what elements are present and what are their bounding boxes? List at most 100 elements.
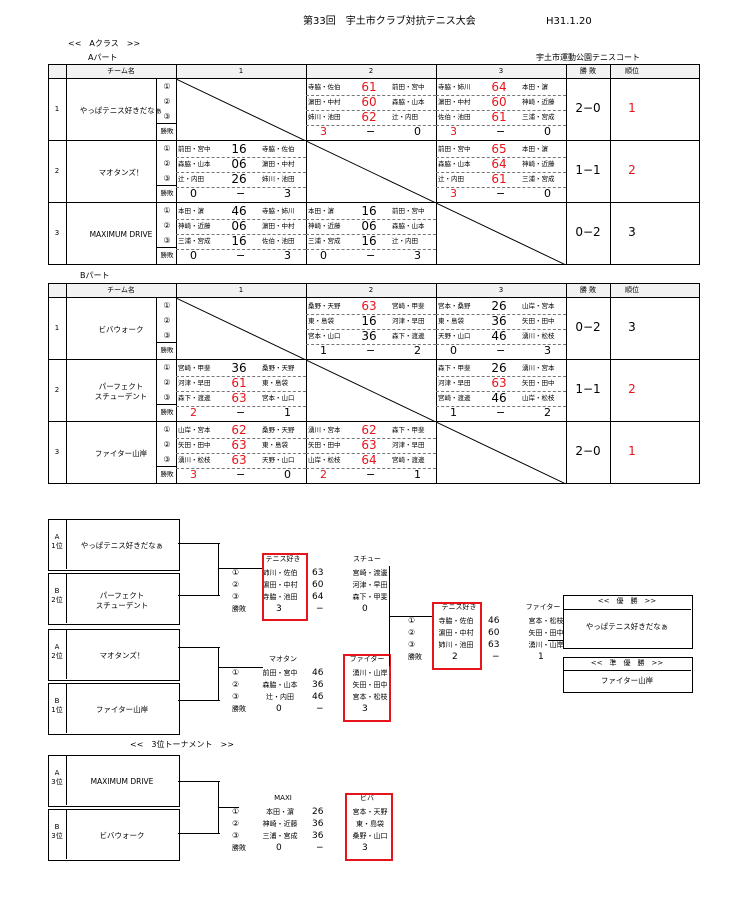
row-divider bbox=[176, 249, 306, 250]
bracket-line bbox=[66, 519, 67, 569]
match-index: ① bbox=[163, 363, 171, 372]
game-score: 64 bbox=[491, 157, 507, 171]
bracket-seed bbox=[48, 629, 180, 681]
part-b-head-wins: 勝 敗 bbox=[579, 286, 597, 294]
game-score: 46 bbox=[491, 329, 507, 343]
divider bbox=[306, 64, 307, 265]
match-tally: − bbox=[316, 843, 324, 853]
diagonal-line bbox=[436, 203, 566, 265]
player-pair: 三浦・宮成 bbox=[262, 832, 298, 840]
row-divider bbox=[176, 234, 306, 235]
player-pair: 矢田・田中 bbox=[352, 681, 388, 689]
player-pair: 湧川・宮本 bbox=[522, 364, 555, 372]
match-index: ① bbox=[232, 807, 240, 816]
row-divider bbox=[436, 376, 566, 377]
game-score: 36 bbox=[312, 831, 324, 841]
seed-position: B 1位 bbox=[51, 697, 63, 715]
divider bbox=[610, 64, 611, 265]
match-index: ② bbox=[232, 580, 240, 589]
row-divider bbox=[306, 234, 436, 235]
match-index: ② bbox=[163, 440, 171, 449]
game-score: 36 bbox=[231, 361, 247, 375]
row-divider bbox=[156, 185, 176, 186]
match-index: ③ bbox=[232, 831, 240, 840]
divider bbox=[566, 64, 567, 265]
diagonal-line bbox=[176, 79, 306, 141]
game-score: 46 bbox=[488, 616, 500, 626]
player-pair: 桑野・天野 bbox=[262, 364, 295, 372]
player-pair: 森下・渡邊 bbox=[392, 332, 425, 340]
player-pair: 寺脇・佐伯 bbox=[438, 617, 474, 625]
match-index: ③ bbox=[163, 236, 171, 245]
game-score: 60 bbox=[491, 95, 507, 109]
match-tally: 0 bbox=[190, 187, 197, 200]
game-score: 36 bbox=[361, 329, 377, 343]
player-pair: 佐伯・池田 bbox=[262, 237, 295, 245]
player-pair: 寺脇・姉川 bbox=[438, 83, 471, 91]
match-tally: 1 bbox=[320, 344, 327, 357]
part-b-head-c1: 1 bbox=[238, 286, 244, 294]
player-pair: 森脇・山本 bbox=[178, 160, 211, 168]
match-tally: 0 bbox=[450, 344, 457, 357]
part-a-header-row bbox=[48, 64, 700, 79]
divider bbox=[436, 64, 437, 265]
row-divider bbox=[436, 314, 566, 315]
player-pair: 桑野・山口 bbox=[352, 832, 388, 840]
match-index: ① bbox=[232, 568, 240, 577]
row-divider bbox=[436, 406, 566, 407]
player-pair: 佐伯・池田 bbox=[438, 113, 471, 121]
player-pair: 矢田・田中 bbox=[522, 379, 555, 387]
match-tally: 3 bbox=[320, 125, 327, 138]
bracket-line bbox=[563, 670, 691, 671]
match-tally: 3 bbox=[284, 249, 291, 262]
row-divider bbox=[306, 249, 436, 250]
player-pair: 東・島袋 bbox=[262, 441, 288, 449]
game-score: 46 bbox=[231, 204, 247, 218]
seed-position: B 3位 bbox=[51, 823, 63, 841]
game-score: 64 bbox=[312, 592, 324, 602]
player-pair: 宮本・天野 bbox=[352, 808, 388, 816]
row-divider bbox=[436, 125, 566, 126]
bracket-line bbox=[389, 616, 390, 666]
seed-position: A 1位 bbox=[51, 533, 63, 551]
player-pair: 森下・渡邊 bbox=[178, 394, 211, 402]
bracket-line bbox=[218, 647, 219, 701]
row-divider bbox=[176, 391, 306, 392]
rank: 1 bbox=[628, 101, 636, 115]
game-score: 60 bbox=[312, 580, 324, 590]
row-divider bbox=[306, 329, 436, 330]
match-index: ① bbox=[408, 616, 416, 625]
part-a-row bbox=[48, 203, 700, 265]
player-pair: 宮崎・渡邊 bbox=[392, 456, 425, 464]
match-index: ① bbox=[163, 301, 171, 310]
bracket-line bbox=[178, 595, 220, 596]
game-score: 60 bbox=[488, 628, 500, 638]
bracket-line bbox=[178, 647, 220, 648]
team-name: MAXIMUM DRIVE bbox=[89, 230, 153, 239]
game-score: 63 bbox=[231, 453, 247, 467]
team-name: MAXIMUM DRIVE bbox=[90, 777, 154, 786]
team-name: ビバウォーク bbox=[99, 831, 145, 840]
match-team-tag: ビバ bbox=[360, 794, 374, 802]
bracket-seed bbox=[48, 683, 180, 735]
part-b-row bbox=[48, 422, 700, 484]
rank: 2 bbox=[628, 382, 636, 396]
player-pair: 姉川・池田 bbox=[308, 113, 341, 121]
player-pair: 宮本・山口 bbox=[262, 394, 295, 402]
game-score: 63 bbox=[231, 391, 247, 405]
row-number: 3 bbox=[54, 448, 60, 456]
match-index: ① bbox=[163, 144, 171, 153]
player-pair: 湧川・松枝 bbox=[522, 332, 555, 340]
match-tally: − bbox=[366, 249, 376, 262]
player-pair: 矢田・田中 bbox=[308, 441, 341, 449]
row-divider bbox=[436, 344, 566, 345]
match-tally: − bbox=[236, 187, 246, 200]
player-pair: 河津・早田 bbox=[352, 581, 388, 589]
match-index: ③ bbox=[163, 112, 171, 121]
winner-highlight bbox=[343, 654, 391, 722]
divider bbox=[610, 283, 611, 484]
game-score: 46 bbox=[312, 692, 324, 702]
match-tally: 3 bbox=[544, 344, 551, 357]
runner-up-box bbox=[563, 657, 693, 693]
player-pair: 濵田・中村 bbox=[308, 98, 341, 106]
